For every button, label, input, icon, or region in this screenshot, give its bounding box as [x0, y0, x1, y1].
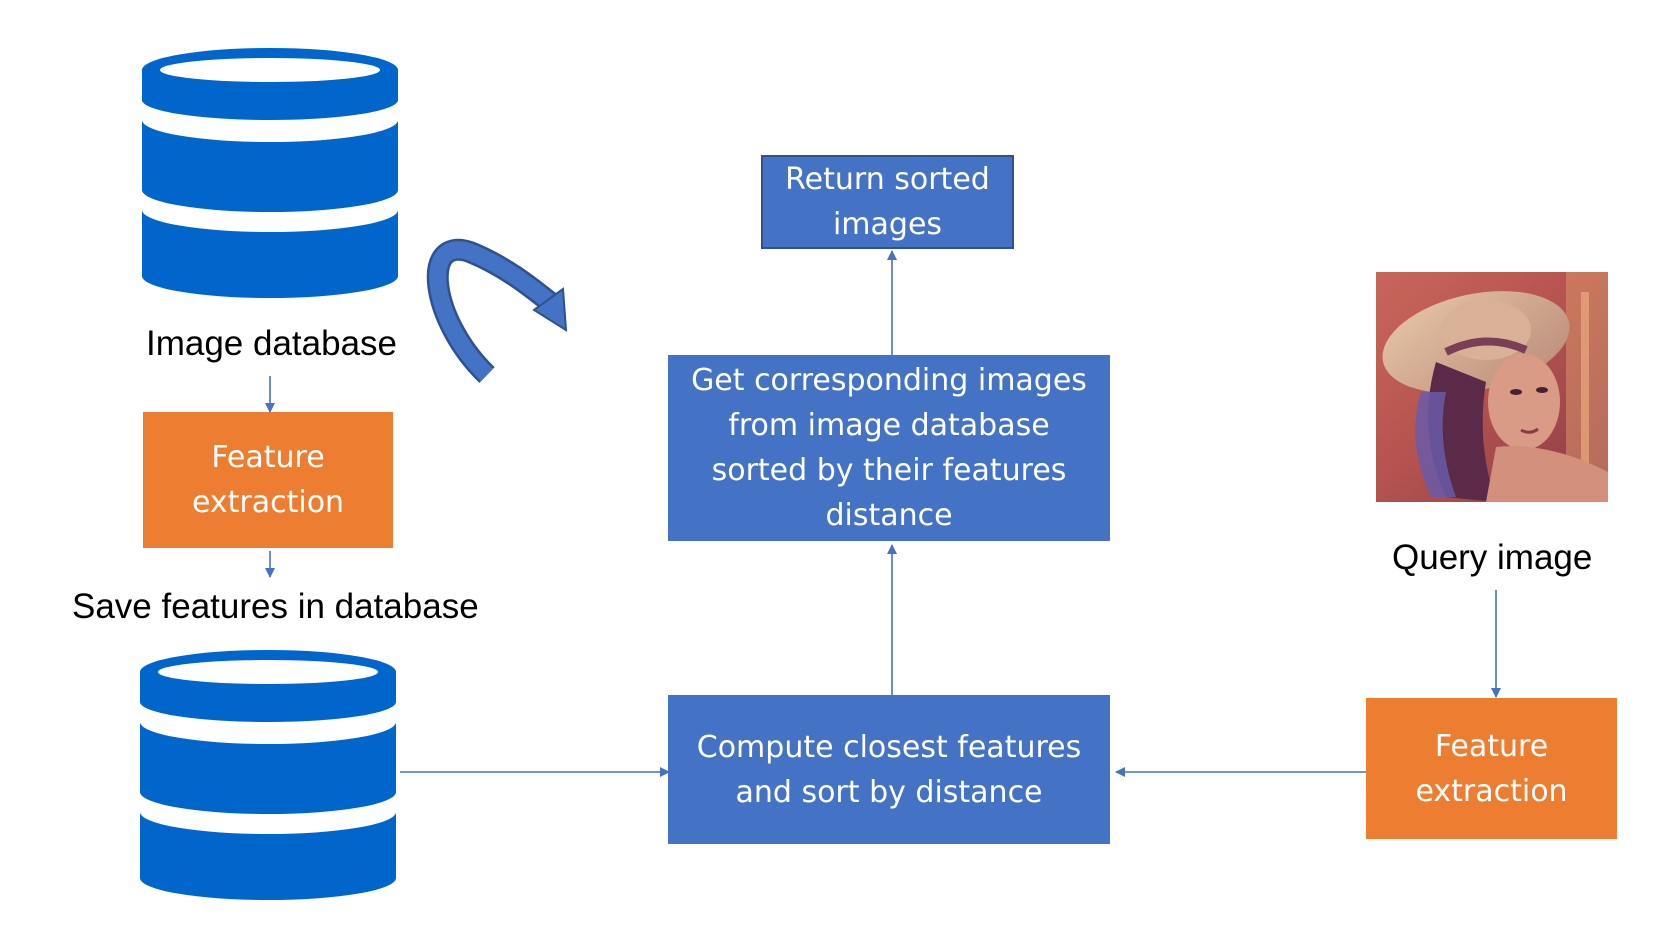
return-sorted-box: Return sorted images: [761, 155, 1014, 249]
feature-extraction-label: Feature extraction: [1415, 728, 1568, 809]
return-sorted-label: Return sorted images: [785, 162, 990, 242]
compute-closest-box: Compute closest features and sort by dis…: [668, 695, 1110, 844]
get-corresponding-label: Get corresponding images from image data…: [691, 363, 1087, 533]
feature-extraction-box-left: Feature extraction: [143, 412, 393, 548]
image-database-label: Image database: [146, 324, 398, 363]
database-icon: [140, 650, 396, 900]
get-corresponding-box: Get corresponding images from image data…: [668, 355, 1110, 541]
database-icon: [142, 48, 398, 298]
feature-extraction-label: Feature extraction: [191, 440, 345, 520]
save-features-label: Save features in database: [72, 587, 479, 626]
curved-arrow-icon: [426, 238, 568, 383]
compute-closest-label: Compute closest features and sort by dis…: [696, 729, 1082, 810]
query-image-label: Query image: [1392, 538, 1593, 577]
feature-extraction-box-right: Feature extraction: [1366, 698, 1617, 839]
query-image-photo: [1376, 272, 1608, 502]
